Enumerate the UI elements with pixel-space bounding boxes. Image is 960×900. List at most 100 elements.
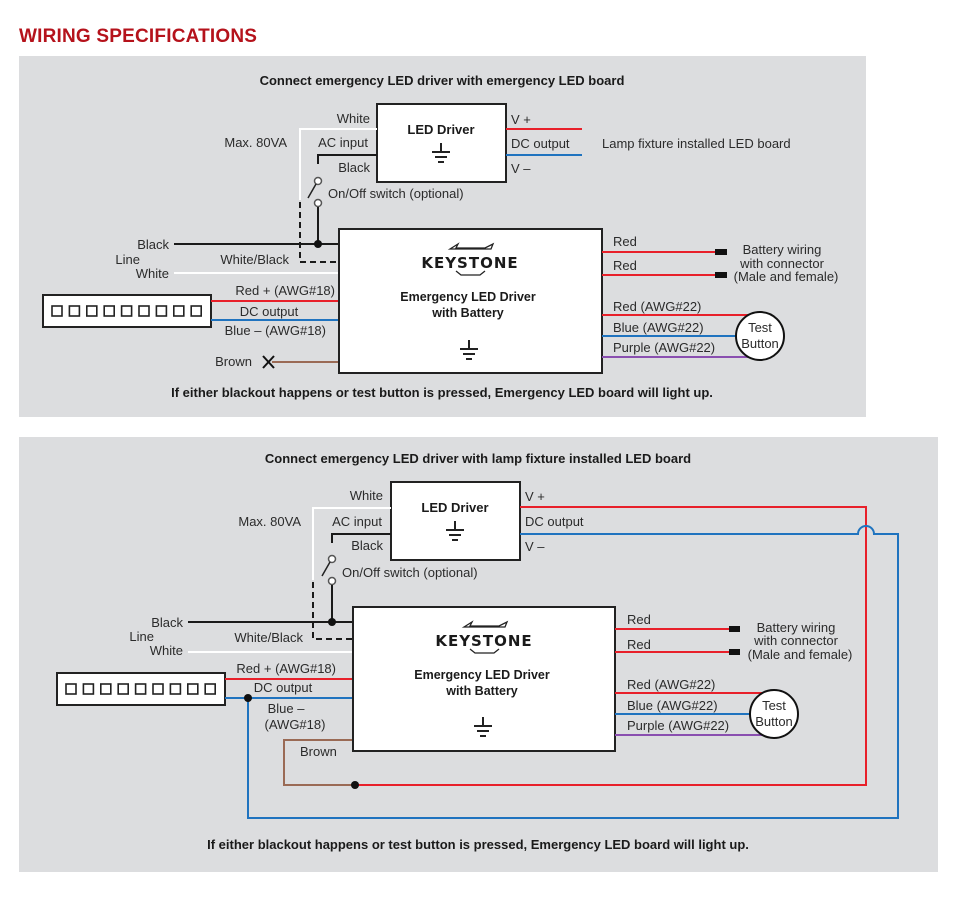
led-cell <box>103 305 115 317</box>
test-button-label-2: Button <box>741 336 779 351</box>
blue-awg18-label: Blue – (AWG#18) <box>225 323 326 338</box>
red-awg22-label: Red (AWG#22) <box>627 677 715 692</box>
test-button[interactable]: Test Button <box>735 311 785 361</box>
diagram-panel-1: Connect emergency LED driver with emerge… <box>19 56 866 417</box>
vminus-loop-wire <box>247 525 899 819</box>
led-driver-label: LED Driver <box>407 122 474 137</box>
lamp-fixture-label: Lamp fixture installed LED board <box>602 136 791 151</box>
blue-awg18-label-2: (AWG#18) <box>265 717 326 732</box>
red-awg18-label: Red + (AWG#18) <box>235 283 335 298</box>
led-driver-label: LED Driver <box>421 500 488 515</box>
ac-black-label: Black <box>351 538 383 553</box>
switch-label: On/Off switch (optional) <box>342 565 478 580</box>
ground-icon <box>446 521 464 541</box>
switch-label: On/Off switch (optional) <box>328 186 464 201</box>
on-off-switch[interactable] <box>307 176 323 208</box>
battery-label-line2: with connector <box>739 256 824 271</box>
brown-label: Brown <box>300 744 337 759</box>
dc-output-label: DC output <box>254 680 313 695</box>
on-off-switch[interactable] <box>321 554 337 586</box>
led-cell <box>152 683 164 695</box>
led-cell <box>51 305 63 317</box>
ground-icon <box>474 717 492 737</box>
ac-input-label: AC input <box>318 135 368 150</box>
svg-text:KEYSTONE: KEYSTONE <box>421 254 518 272</box>
emergency-driver-line2: with Battery <box>445 684 518 698</box>
white-ac-wire <box>299 128 377 200</box>
vplus-label: V + <box>511 112 531 127</box>
led-cell <box>117 683 129 695</box>
dc-output-label: DC output <box>511 136 570 151</box>
battery-connector-male[interactable] <box>715 249 727 255</box>
emergency-driver-line1: Emergency LED Driver <box>414 668 550 682</box>
led-board-cells <box>51 305 202 317</box>
battery-label-line3: (Male and female) <box>748 647 853 662</box>
white-ac-wire <box>312 507 391 580</box>
ac-input-label: AC input <box>332 514 382 529</box>
brown-wire <box>283 739 355 786</box>
keystone-logo: KEYSTONE <box>421 242 518 276</box>
led-cell <box>190 305 202 317</box>
battery-connector-female[interactable] <box>715 272 727 278</box>
led-cell <box>173 305 185 317</box>
dc-output-label: DC output <box>525 514 584 529</box>
diagram-panel-2: Connect emergency LED driver with lamp f… <box>19 437 938 872</box>
keystone-logo: KEYSTONE <box>435 620 532 654</box>
ground-icon <box>460 340 478 360</box>
emergency-driver-line1: Emergency LED Driver <box>400 290 536 304</box>
battery-red-2-label: Red <box>627 637 651 652</box>
vplus-label: V + <box>525 489 545 504</box>
blue-awg22-label: Blue (AWG#22) <box>627 698 718 713</box>
emergency-driver-line2: with Battery <box>431 306 504 320</box>
vplus-loop-wire <box>355 506 867 786</box>
ac-white-label: White <box>350 488 383 503</box>
battery-connector-male[interactable] <box>729 626 740 632</box>
white-black-dashed-wire <box>312 582 352 640</box>
purple-awg22-label: Purple (AWG#22) <box>613 340 715 355</box>
diagram-footer: If either blackout happens or test butto… <box>207 837 749 852</box>
battery-label-line1: Battery wiring <box>743 242 822 257</box>
blue-awg18-label-1: Blue – <box>268 701 306 716</box>
ac-black-label: Black <box>338 160 370 175</box>
ground-icon <box>432 143 450 163</box>
battery-label-line1: Battery wiring <box>757 620 836 635</box>
led-cell <box>134 683 147 695</box>
vminus-label: V – <box>525 539 545 554</box>
junction-dot <box>244 694 252 702</box>
battery-red-1-label: Red <box>627 612 651 627</box>
white-black-dashed-wire <box>299 202 337 263</box>
led-cell <box>138 305 150 317</box>
lamp-fixture-led-board <box>56 672 226 706</box>
line-label: Line <box>129 629 154 644</box>
led-cell <box>100 683 112 695</box>
led-cell <box>155 305 168 317</box>
test-button[interactable]: Test Button <box>749 689 799 739</box>
black-ac-wire <box>331 533 391 543</box>
test-button-label-2: Button <box>755 714 793 729</box>
svg-text:KEYSTONE: KEYSTONE <box>435 632 532 650</box>
led-board-cells <box>65 683 216 695</box>
red-awg18-label: Red + (AWG#18) <box>236 661 336 676</box>
diagram-heading: Connect emergency LED driver with emerge… <box>260 73 625 88</box>
line-white-label: White <box>150 643 183 658</box>
test-button-label-1: Test <box>748 320 772 335</box>
diagram-footer: If either blackout happens or test butto… <box>171 385 713 400</box>
purple-awg22-label: Purple (AWG#22) <box>627 718 729 733</box>
battery-connector-female[interactable] <box>729 649 740 655</box>
line-black-label: Black <box>151 615 183 630</box>
white-black-label: White/Black <box>220 252 289 267</box>
line-white-label: White <box>136 266 169 281</box>
emergency-led-board <box>42 294 212 328</box>
led-cell <box>169 683 182 695</box>
led-cell <box>65 683 77 695</box>
battery-label-line2: with connector <box>753 633 838 648</box>
page-title: WIRING SPECIFICATIONS <box>19 26 258 47</box>
led-cell <box>187 683 199 695</box>
black-ac-wire <box>317 154 377 164</box>
led-cell <box>68 305 81 317</box>
led-cell <box>86 305 98 317</box>
junction-dot <box>314 240 322 248</box>
battery-red-1-label: Red <box>613 234 637 249</box>
led-cell <box>120 305 133 317</box>
